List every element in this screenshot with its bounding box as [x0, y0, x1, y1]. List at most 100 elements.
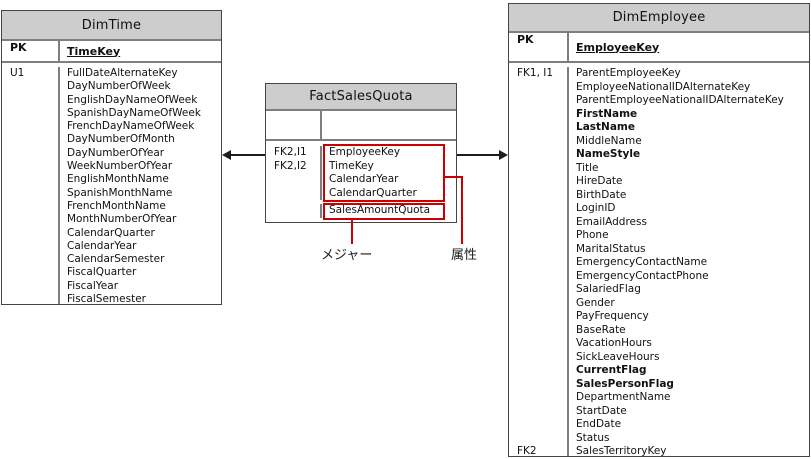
key-cell: [509, 161, 569, 175]
key-cell: FK2,I1: [266, 146, 322, 160]
table-row: CalendarYear: [266, 173, 456, 187]
key-cell: [509, 296, 569, 310]
key-cell: [2, 213, 60, 227]
dimemployee-pk-column: EmployeeKey: [576, 40, 660, 54]
column-name: MiddleName: [576, 134, 642, 147]
key-cell: [266, 173, 322, 187]
column-name: SalesPersonFlag: [576, 377, 674, 390]
key-cell: [509, 269, 569, 283]
table-row: Title: [509, 161, 809, 175]
column-name: CalendarQuarter: [329, 186, 417, 199]
table-row: FiscalYear: [2, 279, 221, 294]
arrow-shaft: [457, 154, 500, 156]
table-row: CalendarQuarter: [2, 226, 221, 240]
key-cell: [2, 80, 60, 94]
measure-label: メジャー: [321, 248, 373, 263]
column-name: BaseRate: [576, 323, 626, 336]
column-name: CalendarQuarter: [67, 226, 155, 239]
table-row: PayFrequency: [509, 310, 809, 324]
key-cell: U1: [2, 67, 60, 81]
key-cell: [509, 431, 569, 445]
table-row: NameStyle: [509, 148, 809, 162]
table-row: Status: [509, 431, 809, 445]
key-cell: [509, 283, 569, 297]
column-name: Status: [576, 431, 610, 444]
key-cell: [2, 293, 60, 304]
measure-leader-line: [351, 220, 353, 244]
table-row: StartDate: [509, 404, 809, 418]
table-row: SpanishDayNameOfWeek: [2, 106, 221, 121]
table-row: CalendarQuarter: [266, 186, 456, 200]
table-row: CalendarSemester: [2, 253, 221, 267]
column-name: DepartmentName: [576, 391, 671, 403]
attribute-label: 属性: [451, 248, 478, 263]
table-row: EmailAddress: [509, 215, 809, 229]
column-name: WeekNumberOfYear: [67, 160, 173, 173]
key-cell: [509, 215, 569, 229]
table-row: SalesAmountQuota: [266, 204, 456, 218]
column-name: FirstName: [576, 107, 638, 120]
table-row: Gender: [509, 296, 809, 310]
table-row: DayNumberOfYear: [2, 146, 221, 161]
key-cell: [2, 93, 60, 107]
column-name: FiscalQuarter: [67, 266, 137, 279]
key-cell: [509, 242, 569, 256]
attribute-leader-line-horizontal: [443, 176, 463, 178]
dimemployee-pk-label: PK: [509, 33, 569, 61]
key-cell: [509, 134, 569, 148]
table-row: BirthDate: [509, 188, 809, 202]
column-name: LoginID: [576, 202, 616, 214]
key-cell: [266, 204, 322, 218]
key-cell: [2, 279, 60, 294]
column-name: SickLeaveHours: [576, 350, 660, 363]
key-cell: [2, 146, 60, 161]
table-row: BaseRate: [509, 323, 809, 337]
key-cell: [2, 173, 60, 187]
key-cell: [509, 80, 569, 94]
column-name: MaritalStatus: [576, 242, 646, 255]
column-name: CalendarYear: [329, 173, 399, 185]
table-row: Phone: [509, 229, 809, 243]
factsalesquota-title: FactSalesQuota: [266, 84, 456, 111]
column-name: BirthDate: [576, 188, 627, 201]
column-name: SalesTerritoryKey: [576, 445, 667, 456]
key-cell: [509, 391, 569, 405]
arrow-head-left-icon: [222, 150, 231, 160]
table-row: MonthNumberOfYear: [2, 213, 221, 227]
column-name: ParentEmployeeNationalIDAlternateKey: [576, 94, 784, 106]
table-row: LastName: [509, 121, 809, 135]
column-name: CalendarSemester: [67, 253, 165, 266]
key-cell: [2, 239, 60, 254]
key-cell: [2, 120, 60, 134]
attributes-highlight-box: [323, 144, 445, 202]
arrow-head-right-icon: [499, 150, 508, 160]
table-row: ParentEmployeeNationalIDAlternateKey: [509, 94, 809, 108]
column-name: StartDate: [576, 404, 627, 417]
dimtime-pk-row: PK TimeKey: [2, 41, 221, 63]
table-row: DayNumberOfWeek: [2, 80, 221, 94]
key-cell: [2, 266, 60, 280]
key-cell: [509, 256, 569, 270]
table-row: FrenchDayNameOfWeek: [2, 120, 221, 134]
key-cell: [509, 94, 569, 108]
column-name: FrenchDayNameOfWeek: [67, 120, 195, 133]
column-name: Title: [576, 161, 599, 174]
key-cell: [2, 199, 60, 214]
key-cell: [509, 418, 569, 432]
key-cell: [509, 107, 569, 121]
attribute-leader-line-vertical: [461, 176, 463, 244]
key-cell: [2, 186, 60, 200]
key-cell: [509, 188, 569, 202]
key-cell: FK1, I1: [509, 67, 569, 81]
column-name: EmergencyContactPhone: [576, 269, 709, 282]
table-row: EmergencyContactName: [509, 256, 809, 270]
factsalesquota-empty-pk-row: [266, 111, 456, 141]
key-cell: [509, 337, 569, 351]
column-name: MonthNumberOfYear: [67, 213, 177, 226]
